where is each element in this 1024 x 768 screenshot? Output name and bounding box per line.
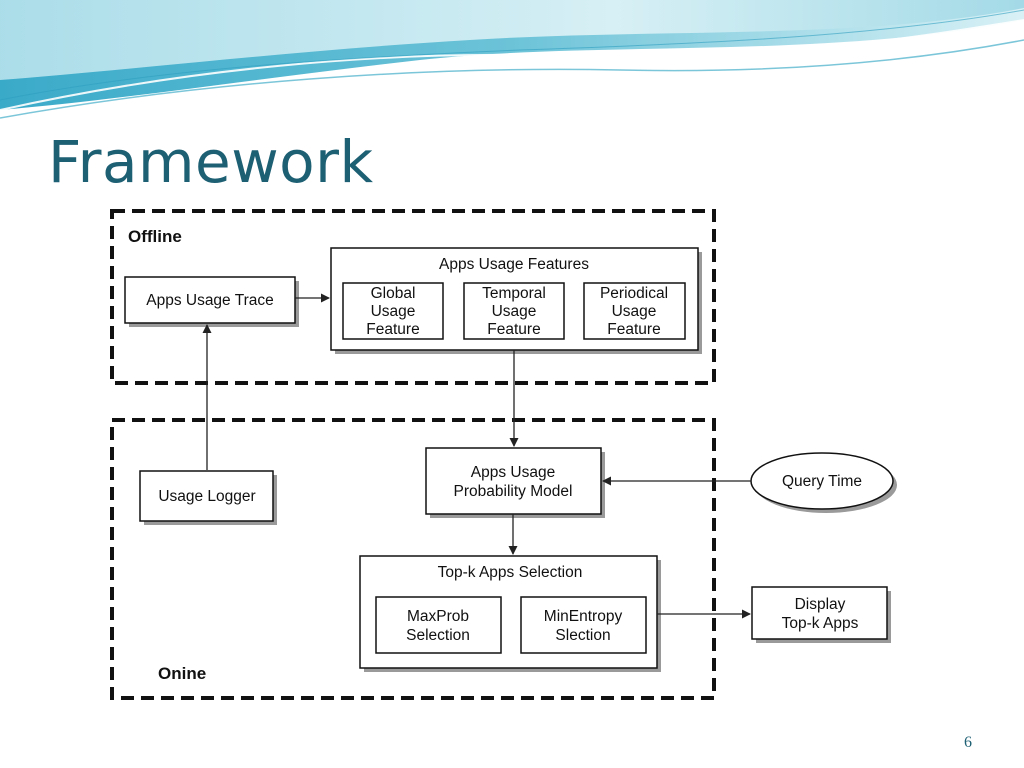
display-line-2: Top-k Apps: [782, 615, 859, 632]
periodical-usage-feature-node: Periodical Usage Feature: [583, 282, 686, 340]
probability-model-node: Apps Usage Probability Model: [425, 447, 605, 518]
apps-usage-features-title: Apps Usage Features: [439, 256, 589, 273]
query-time-label: Query Time: [782, 473, 862, 490]
maxprob-selection-node: MaxProb Selection: [375, 596, 502, 654]
global-usage-feature-node: Global Usage Feature: [342, 282, 444, 340]
probability-model-line-1: Apps Usage: [471, 464, 555, 481]
display-line-1: Display: [795, 596, 846, 613]
offline-section-label: Offline: [128, 227, 182, 246]
online-section-border: [110, 418, 716, 700]
topk-selection-title: Top-k Apps Selection: [438, 564, 583, 581]
global-feature-line-3: Feature: [366, 321, 419, 338]
apps-usage-trace-label: Apps Usage Trace: [146, 292, 274, 309]
temporal-usage-feature-node: Temporal Usage Feature: [463, 282, 565, 340]
apps-usage-features-node: Apps Usage Features Global Usage Feature…: [330, 247, 702, 354]
online-section-label: Onine: [158, 664, 206, 683]
usage-logger-node: Usage Logger: [139, 470, 277, 525]
temporal-feature-line-1: Temporal: [482, 285, 546, 302]
minentropy-line-1: MinEntropy: [544, 608, 623, 625]
maxprob-line-2: Selection: [406, 627, 470, 644]
query-time-node: Query Time: [750, 452, 897, 513]
display-topk-node: Display Top-k Apps: [751, 586, 891, 643]
periodical-feature-line-2: Usage: [612, 303, 657, 320]
periodical-feature-line-3: Feature: [607, 321, 660, 338]
temporal-feature-line-2: Usage: [492, 303, 537, 320]
header-wave-decoration: [0, 0, 1024, 119]
slide-title: Framework: [48, 128, 374, 196]
usage-logger-label: Usage Logger: [158, 488, 255, 505]
global-feature-line-2: Usage: [371, 303, 416, 320]
offline-section-border: [110, 209, 716, 385]
minentropy-selection-node: MinEntropy Slection: [520, 596, 647, 654]
periodical-feature-line-1: Periodical: [600, 285, 668, 302]
minentropy-line-2: Slection: [555, 627, 610, 644]
global-feature-line-1: Global: [371, 285, 416, 302]
apps-usage-trace-node: Apps Usage Trace: [124, 276, 299, 327]
page-number: 6: [964, 734, 972, 751]
temporal-feature-line-3: Feature: [487, 321, 540, 338]
topk-selection-node: Top-k Apps Selection MaxProb Selection M…: [359, 555, 661, 672]
maxprob-line-1: MaxProb: [407, 608, 469, 625]
probability-model-line-2: Probability Model: [454, 483, 573, 500]
